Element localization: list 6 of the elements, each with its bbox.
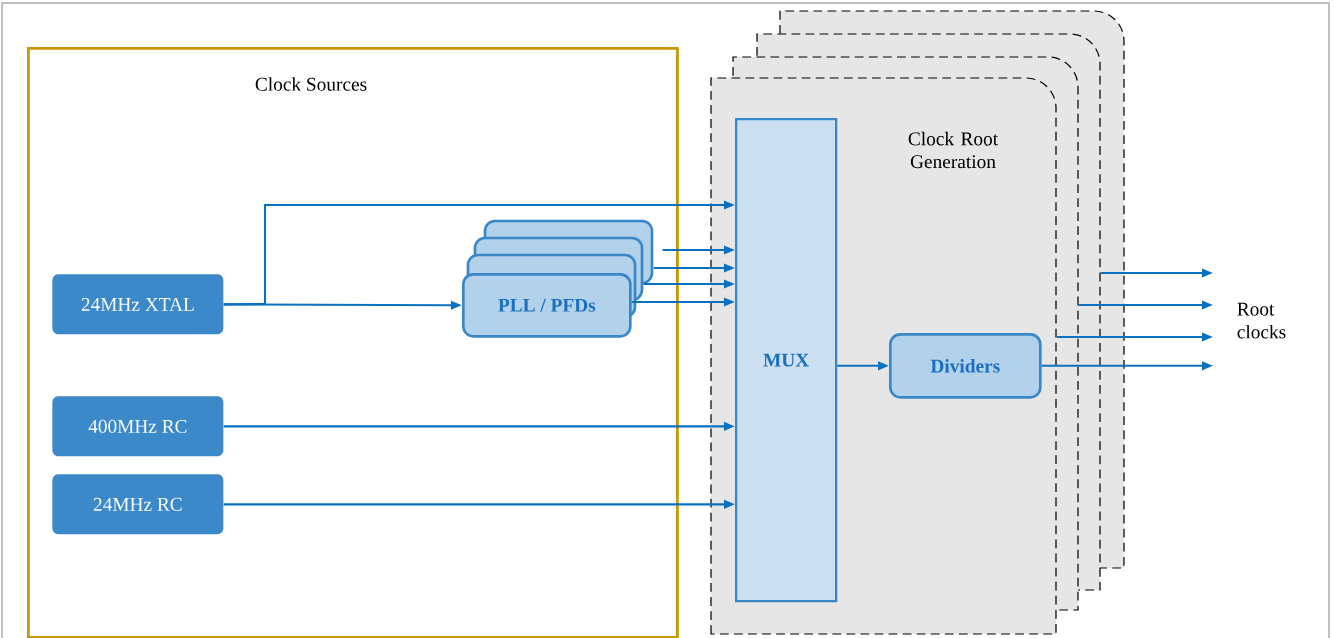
source-box: 400MHz RC xyxy=(52,396,224,457)
mux-block: MUX xyxy=(735,118,838,603)
source-box: 24MHz RC xyxy=(52,474,224,535)
source-box: 24MHz XTAL xyxy=(52,274,224,335)
pll-stack: PLL / PFDs xyxy=(462,219,654,338)
side-label: Root clocks xyxy=(1237,302,1286,339)
